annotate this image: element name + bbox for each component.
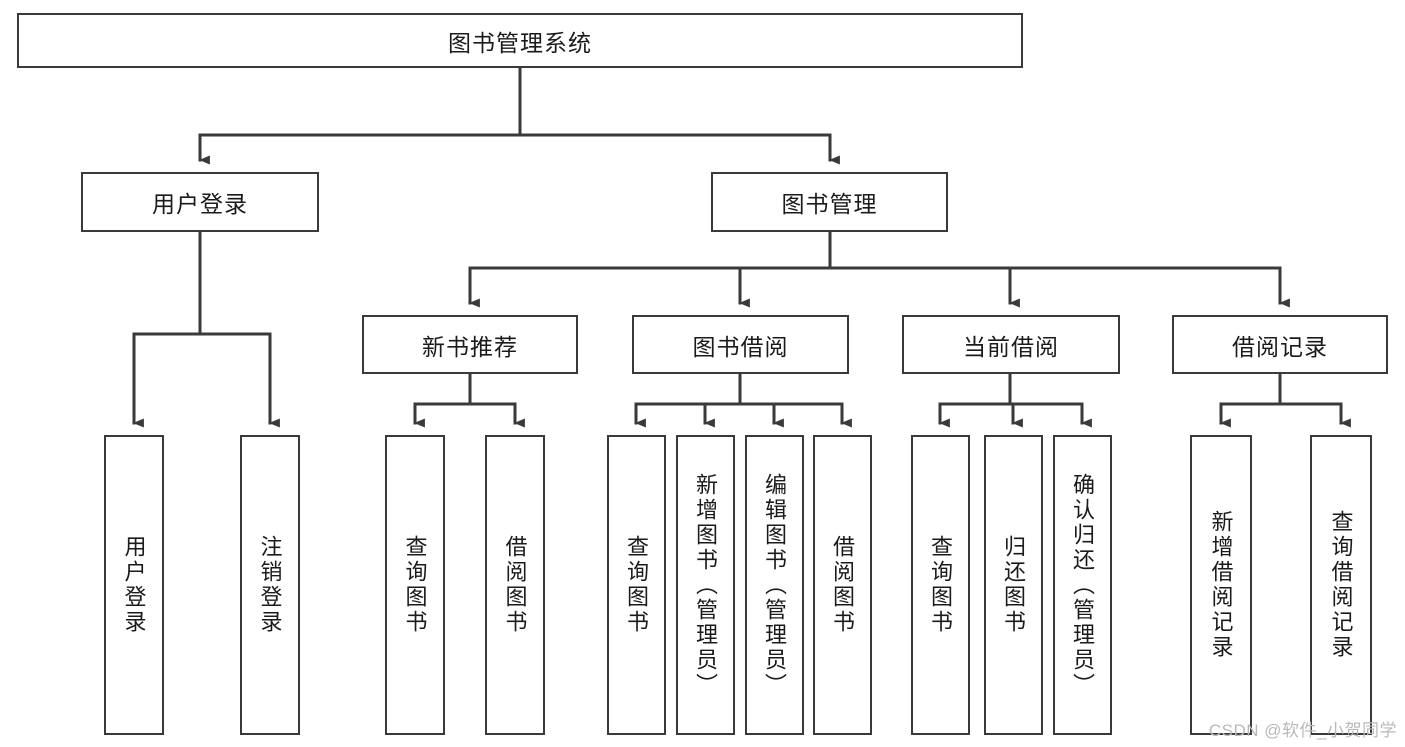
node-root[interactable]: 图书管理系统 — [17, 13, 1023, 68]
node-user-login[interactable]: 用户登录 — [81, 172, 319, 232]
node-leaf-query-borrow-record-label: 查询借阅记录 — [1328, 510, 1354, 660]
node-leaf-borrow-book[interactable]: 借阅图书 — [813, 435, 872, 735]
node-leaf-add-book-admin-label: 新增图书（管理员） — [693, 472, 719, 698]
node-leaf-query-book-rec[interactable]: 查询图书 — [385, 435, 445, 735]
node-leaf-return-book-label: 归还图书 — [1001, 535, 1027, 635]
node-leaf-query-book-rec-label: 查询图书 — [402, 535, 428, 635]
node-user-login-label: 用户登录 — [152, 191, 248, 217]
node-leaf-borrow-book-label: 借阅图书 — [830, 535, 856, 635]
node-leaf-query-borrow-record[interactable]: 查询借阅记录 — [1310, 435, 1372, 735]
node-leaf-user-login[interactable]: 用户登录 — [104, 435, 164, 735]
node-root-label: 图书管理系统 — [448, 29, 592, 56]
node-leaf-query-book-cur-label: 查询图书 — [928, 535, 954, 635]
node-leaf-add-borrow-record[interactable]: 新增借阅记录 — [1190, 435, 1252, 735]
node-borrow-record[interactable]: 借阅记录 — [1172, 315, 1388, 374]
node-leaf-edit-book-admin[interactable]: 编辑图书（管理员） — [745, 435, 804, 735]
node-leaf-borrow-book-rec[interactable]: 借阅图书 — [485, 435, 545, 735]
node-leaf-logout-login-label: 注销登录 — [257, 535, 283, 635]
node-leaf-user-login-label: 用户登录 — [121, 535, 147, 635]
node-book-borrow[interactable]: 图书借阅 — [632, 315, 849, 374]
node-current-borrow[interactable]: 当前借阅 — [902, 315, 1120, 374]
node-leaf-query-book-borrow-label: 查询图书 — [624, 535, 650, 635]
node-book-manage-label: 图书管理 — [781, 191, 878, 217]
node-leaf-confirm-return-admin[interactable]: 确认归还（管理员） — [1053, 435, 1112, 735]
node-leaf-query-book-cur[interactable]: 查询图书 — [911, 435, 970, 735]
node-book-manage[interactable]: 图书管理 — [711, 172, 948, 232]
node-leaf-return-book[interactable]: 归还图书 — [984, 435, 1043, 735]
node-leaf-logout-login[interactable]: 注销登录 — [240, 435, 300, 735]
node-leaf-confirm-return-admin-label: 确认归还（管理员） — [1070, 472, 1096, 698]
node-leaf-add-book-admin[interactable]: 新增图书（管理员） — [676, 435, 735, 735]
node-leaf-query-book-borrow[interactable]: 查询图书 — [607, 435, 666, 735]
node-leaf-edit-book-admin-label: 编辑图书（管理员） — [762, 472, 788, 698]
node-current-borrow-label: 当前借阅 — [963, 333, 1059, 360]
node-book-borrow-label: 图书借阅 — [692, 333, 789, 360]
node-leaf-add-borrow-record-label: 新增借阅记录 — [1208, 510, 1234, 660]
node-leaf-borrow-book-rec-label: 借阅图书 — [502, 535, 528, 635]
node-borrow-record-label: 借阅记录 — [1232, 333, 1328, 360]
watermark-text: CSDN @软件_小贺同学 — [1208, 721, 1397, 740]
node-new-book-recommend[interactable]: 新书推荐 — [362, 315, 578, 374]
node-new-book-recommend-label: 新书推荐 — [422, 333, 518, 360]
